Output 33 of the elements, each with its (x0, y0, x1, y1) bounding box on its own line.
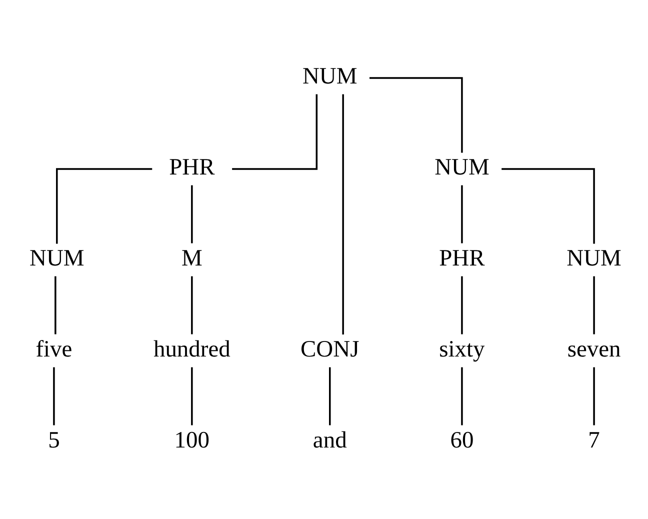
node-text: NUM (566, 245, 622, 272)
connector (593, 276, 595, 334)
connector (461, 184, 463, 243)
connector (191, 276, 193, 334)
connector (370, 76, 463, 152)
connector (191, 366, 193, 425)
connector (329, 366, 331, 425)
node-text: PHR (169, 154, 215, 180)
connector (191, 184, 193, 243)
node-text: M (181, 245, 202, 272)
node-text: sixty (439, 336, 485, 362)
node-text: hundred (153, 336, 230, 362)
node-text: CONJ (300, 336, 360, 362)
connector (502, 168, 595, 244)
node-text: PHR (439, 245, 485, 272)
connector (461, 276, 463, 334)
node-text: 60 (450, 427, 474, 454)
connector (54, 276, 56, 334)
node-text: 100 (174, 427, 210, 454)
node-text: NUM (30, 245, 84, 272)
connector (56, 168, 152, 244)
node-text: NUM (434, 154, 490, 180)
node-text: five (36, 336, 72, 362)
connector (461, 366, 463, 425)
connector (232, 94, 318, 170)
connector (342, 94, 344, 334)
connector (593, 366, 595, 425)
node-text: 5 (48, 427, 60, 454)
node-text: and (312, 427, 347, 454)
node-text: NUM (302, 63, 358, 90)
node-text: seven (567, 336, 621, 362)
node-text: 7 (588, 427, 600, 454)
connector (53, 366, 55, 425)
